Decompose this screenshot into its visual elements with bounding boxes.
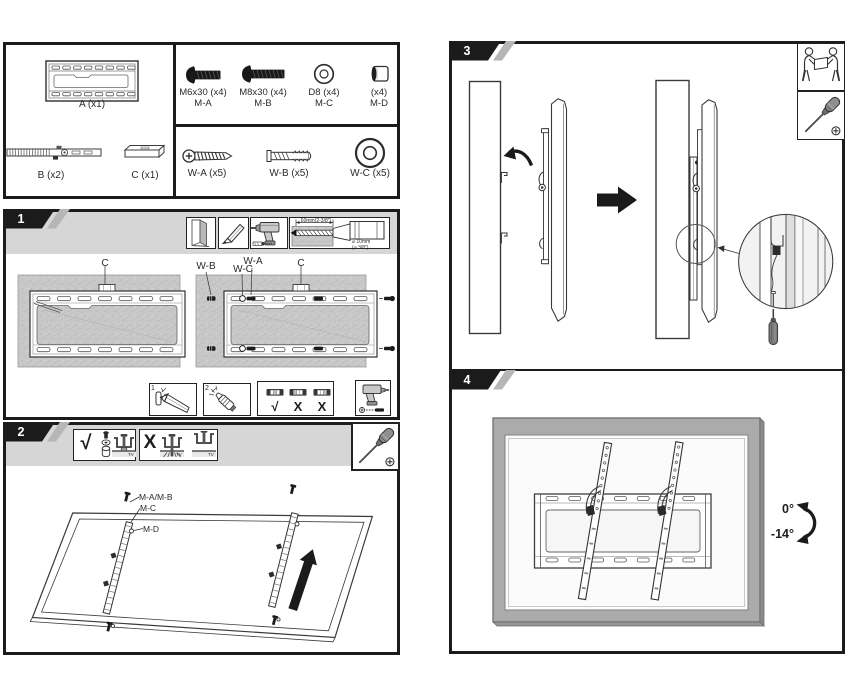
parts-divider-horizontal xyxy=(175,124,397,127)
hardware-w-c-label: W-C (x5) xyxy=(350,167,390,179)
step1-right-wall-diagram xyxy=(195,266,395,368)
two-person-lift-icon xyxy=(801,47,841,82)
hardware-m-c-washer-icon xyxy=(313,63,335,85)
part-a-wall-plate-drawing xyxy=(45,60,139,102)
step-tag-shape xyxy=(3,422,55,442)
tv-label-gap: TV xyxy=(208,452,214,457)
hardware-m-c-spec: D8 (x4) xyxy=(308,87,340,98)
tilt-angle-0: 0° xyxy=(782,502,794,516)
step-tag-slash xyxy=(47,422,70,442)
mini-step-2-number: 2 xyxy=(205,385,209,392)
level-off-left-icon xyxy=(289,389,307,396)
drill-depth-label: 60mm(2-3/8″) xyxy=(300,217,332,224)
step2-tv-back-drawing xyxy=(29,484,374,643)
hardware-m-d-spec: (x4) xyxy=(370,87,388,98)
level-bad-mark-2: X xyxy=(317,399,327,414)
drill-icon xyxy=(251,222,280,246)
hardware-m-a-code: M-A xyxy=(194,98,212,109)
step1-left-wall-diagram xyxy=(17,266,186,368)
step2-callout-mc: M-C xyxy=(140,503,157,513)
screwdriver-icon xyxy=(358,427,395,467)
hardware-w-b-anchor-icon xyxy=(266,150,312,162)
step1-box: 1 60mm(2-3/8″) ⌀ 10mm (⌀ 3/8″) C W-B W-C… xyxy=(3,209,400,420)
hardware-m-a-spec: M6x30 (x4) xyxy=(179,87,227,98)
mounting-screw-icon xyxy=(106,621,113,632)
hardware-m-a-bolt-icon xyxy=(186,66,221,84)
step-tag-shape xyxy=(449,370,501,390)
step1-callout-c-right: C xyxy=(297,258,305,269)
step-tag-slash xyxy=(493,370,516,390)
step2-box: 2 √ X TV TV TV M-A/M-B M-C M-D xyxy=(3,422,400,655)
hardware-m-b-bolt-icon xyxy=(242,65,285,83)
step1-callout-wb: W-B xyxy=(196,261,216,272)
step4-mounted-drawing xyxy=(492,417,765,627)
level-off-right-icon xyxy=(313,389,331,396)
mounting-screw-icon xyxy=(271,615,279,626)
parts-divider-vertical xyxy=(173,45,176,196)
screwdriver-icon-2 xyxy=(804,96,841,136)
step-tag-slash xyxy=(493,41,516,61)
bracket-with-gap-icon xyxy=(192,431,216,457)
tilt-angle-14: -14° xyxy=(770,527,794,541)
step-number-tag xyxy=(449,41,516,61)
drill-diameter-label-2: (⌀ 3/8″) xyxy=(352,245,369,251)
hardware-m-c-code: M-C xyxy=(315,98,333,109)
level-ok-mark: √ xyxy=(271,399,279,414)
mounting-screw-icon xyxy=(289,484,297,495)
wall-corner-icon xyxy=(191,219,210,247)
level-centered-icon xyxy=(266,389,284,396)
step1-callout-c-left: C xyxy=(101,258,109,269)
step-tag-shape xyxy=(3,209,55,229)
step-tag-slash xyxy=(47,209,70,229)
steps-divider xyxy=(452,369,842,372)
hardware-m-d-code: M-D xyxy=(370,98,388,109)
insert-anchor-icon xyxy=(208,385,237,412)
hook-detail-zoom xyxy=(739,215,833,308)
step-number-tag xyxy=(449,370,516,390)
step-number-tag xyxy=(3,422,70,442)
step3-hanging-drawing xyxy=(468,79,834,345)
bracket-on-tv-ok-icon xyxy=(112,434,136,457)
mounting-screw-icon xyxy=(124,491,131,502)
steps34-box: 3 4 0° -14° xyxy=(449,41,845,654)
part-a-label: A (x1) xyxy=(78,98,106,110)
step-tag-shape xyxy=(449,41,501,61)
cross-mark: X xyxy=(143,432,157,453)
part-c-spacer-drawing xyxy=(123,144,166,159)
screw-washer-spacer-stack-icon xyxy=(101,431,111,458)
drill-diameter-label-1: ⌀ 10mm xyxy=(352,239,371,245)
step1-mini-box-level-check xyxy=(257,381,334,416)
level-bad-mark-1: X xyxy=(293,399,303,414)
hardware-w-a-label: W-A (x5) xyxy=(187,167,227,179)
bracket-too-deep-icon xyxy=(160,434,184,458)
step-number: 3 xyxy=(463,44,471,58)
check-mark: √ xyxy=(80,432,92,454)
hardware-m-b-code: M-B xyxy=(254,98,272,109)
tilt-range-arrow xyxy=(796,502,817,544)
step2-callout-mab: M-A/M-B xyxy=(139,491,173,502)
drill-bit-spec-icon xyxy=(290,219,385,247)
tv-label-ok: TV xyxy=(128,452,134,457)
step-number: 4 xyxy=(463,373,471,387)
part-b-rail-drawing xyxy=(6,145,102,160)
tv-label-deep: TV xyxy=(176,452,182,457)
hardware-w-a-screw-icon xyxy=(182,149,233,163)
drill-screw-icon xyxy=(359,384,389,413)
part-b-label: B (x2) xyxy=(37,170,65,181)
mark-hole-icon xyxy=(155,387,190,414)
hardware-w-b-label: W-B (x5) xyxy=(269,167,309,179)
part-c-label: C (x1) xyxy=(131,170,159,181)
hardware-m-b-spec: M8x30 (x4) xyxy=(239,87,287,98)
step2-callout-md: M-D xyxy=(143,523,160,534)
step-number: 1 xyxy=(17,212,25,226)
mini-step-1-number: 1 xyxy=(151,385,155,392)
hardware-m-d-spacer-icon xyxy=(371,65,389,82)
step1-callout-wa: W-A xyxy=(243,255,263,267)
parts-box: A (x1) B (x2) C (x1) M6x30 (x4) M-A M8x3… xyxy=(3,42,400,199)
step1-callout-wc: W-C xyxy=(233,264,253,275)
step-number: 2 xyxy=(17,425,25,439)
hardware-w-c-washer-icon xyxy=(354,137,386,169)
step-number-tag xyxy=(3,209,70,229)
pencil-icon xyxy=(221,223,245,245)
